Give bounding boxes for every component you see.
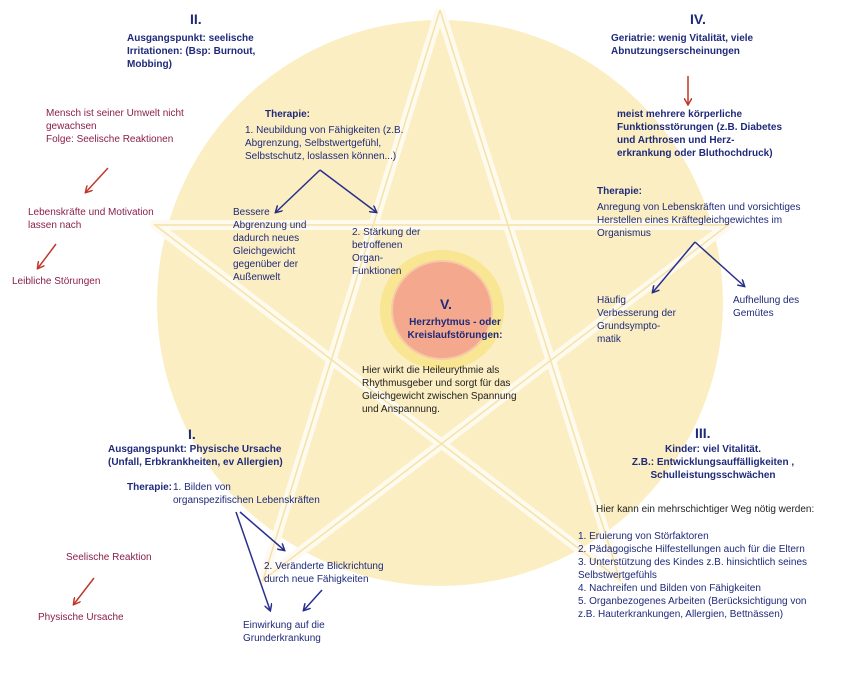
section-II-outcome-b: 2. Stärkung der betroffenen Organ- Funkt… [352, 227, 421, 277]
blue-arrows [235, 169, 744, 610]
center-oval [391, 260, 493, 360]
arrow-I-outcome [235, 511, 270, 610]
section-III-step: 3. Unterstützung des Kindes z.B. hinsich… [578, 557, 808, 581]
arrow-II-left [276, 169, 321, 212]
section-III-step: 4. Nachreifen und Bilden von Fähigkeiten [578, 583, 761, 594]
section-I-therapy-label: Therapie: [127, 482, 173, 493]
section-III-step: 5. Organbezogenes Arbeiten (Berücksichti… [578, 596, 807, 620]
red-arrows [38, 76, 688, 604]
section-I-step2: 2. Veränderte Blickrichtung durch neue F… [264, 561, 384, 585]
section-I-therapy-text: 1. Bilden von organspezifischen Lebenskr… [173, 482, 320, 506]
numeral-IV: IV. [690, 11, 706, 27]
arrow-IV-right [694, 241, 744, 286]
numeral-III: III. [695, 425, 711, 441]
section-IV-sub: meist mehrere körperliche Funktionsstöru… [617, 109, 783, 159]
section-III-intro: Hier kann ein mehrschichtiger Weg nötig … [596, 504, 815, 515]
section-II-therapy-label: Therapie: [265, 109, 311, 120]
section-III-step: 1. Eruierung von Störfaktoren [578, 531, 709, 542]
section-III-steps: 1. Eruierung von Störfaktoren 2. Pädagog… [578, 530, 848, 621]
section-IV-title: Geriatrie: wenig Vitalität, viele Abnutz… [611, 33, 754, 57]
section-II-title: Ausgangspunkt: seelische Irritationen: (… [127, 33, 256, 70]
arrow-II-right [319, 169, 376, 212]
numeral-I: I. [188, 426, 196, 442]
arrow-I-step2-outcome [304, 589, 323, 610]
section-IV-outcome-a: Häufig Verbesserung der Grundsympto- mat… [597, 295, 676, 345]
arrow-red-left-2 [38, 243, 57, 268]
section-V-title: Herzrhytmus - oder Kreislaufstörungen: [407, 317, 503, 341]
numeral-V: V. [440, 296, 452, 312]
arrow-IV-left [653, 241, 696, 292]
left-top-text: Mensch ist seiner Umwelt nicht gewachsen… [46, 108, 184, 145]
section-IV-outcome-b: Aufhellung des Gemütes [733, 295, 800, 319]
section-I-title: Ausgangspunkt: Physische Ursache (Unfall… [108, 444, 283, 468]
section-III-title: Kinder: viel Vitalität. Z.B.: Entwicklun… [631, 444, 795, 481]
section-IV-therapy-text: Anregung von Lebenskräften und vorsichti… [597, 202, 801, 239]
section-II-therapy-1: 1. Neubildung von Fähigkeiten (z.B. Abgr… [245, 125, 404, 162]
left-lower-top-text: Seelische Reaktion [66, 552, 152, 563]
arrow-red-lower [74, 577, 95, 604]
numeral-II: II. [190, 11, 202, 27]
section-III-step: 2. Pädagogische Hilfestellungen auch für… [578, 544, 805, 555]
section-I-outcome: Einwirkung auf die Grunderkrankung [243, 620, 325, 644]
left-middle-text: Lebenskräfte und Motivation lassen nach [28, 207, 154, 231]
arrow-I-step2 [239, 511, 284, 550]
left-bottom-text: Leibliche Störungen [12, 276, 101, 287]
section-II-outcome-a: Bessere Abgrenzung und dadurch neues Gle… [233, 207, 307, 283]
section-IV-therapy-label: Therapie: [597, 186, 643, 197]
left-lower-bottom-text: Physische Ursache [38, 612, 124, 623]
arrow-red-left-1 [86, 167, 109, 192]
section-V-text: Hier wirkt die Heileurythmie als Rhythmu… [362, 365, 517, 415]
